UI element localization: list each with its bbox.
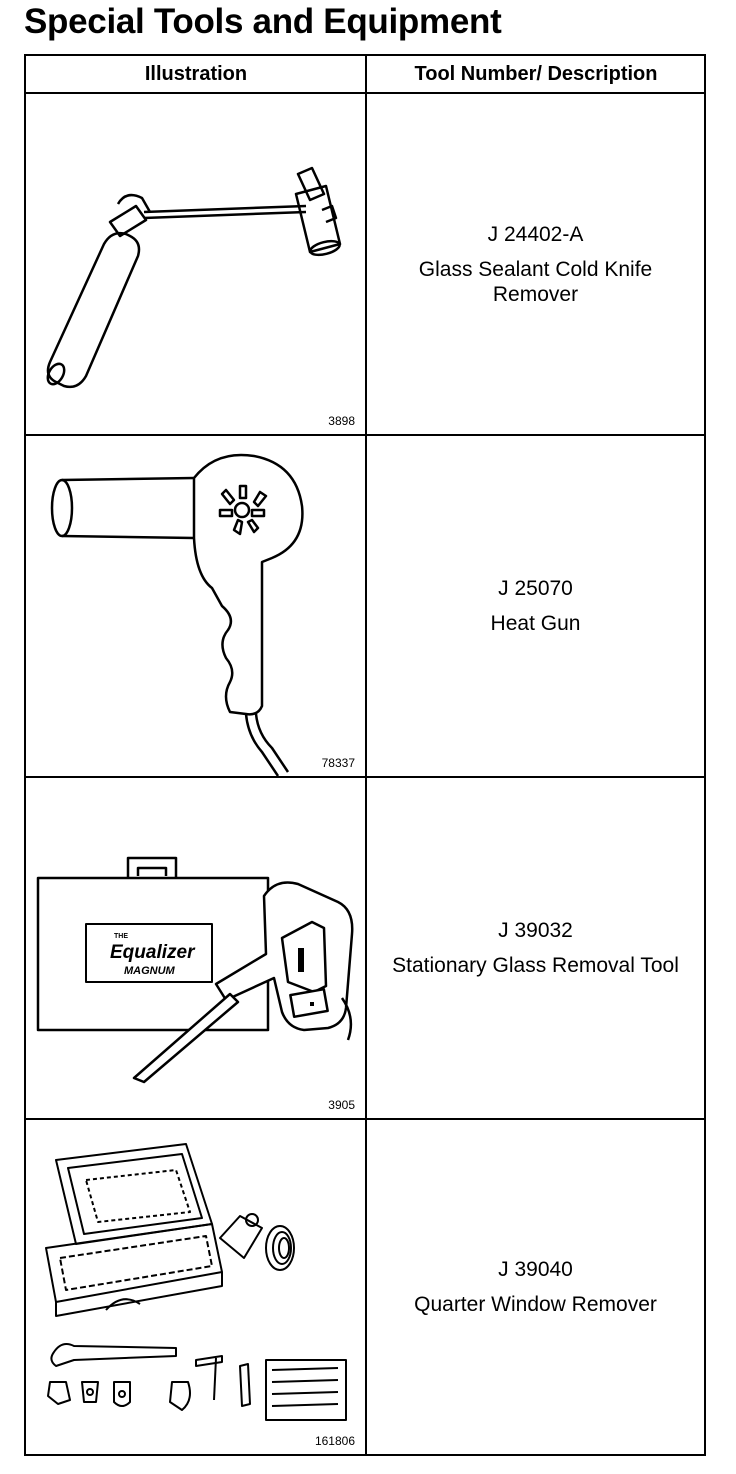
header-illustration: Illustration	[144, 63, 248, 85]
header-description: Tool Number/ Description	[414, 63, 658, 85]
label-model: MAGNUM	[124, 965, 176, 977]
tools-table: Illustration Tool Number/ Description	[24, 54, 706, 1456]
label-brand: Equalizer	[110, 942, 196, 963]
tool-description: Glass Sealant Cold Knife Remover	[418, 257, 653, 306]
figure-number: 3905	[328, 1098, 355, 1112]
quarter-window-kit-icon	[45, 1143, 347, 1421]
tool-number: J 24402-A	[487, 222, 584, 246]
table-row: 161806 J 39040 Quarter Window Remover	[26, 1120, 704, 1454]
heat-gun-icon	[50, 453, 304, 776]
figure-number: 161806	[314, 1434, 355, 1448]
illustration-cell: THE Equalizer MAGNUM 3905	[26, 778, 365, 1118]
figure-number: 78337	[321, 756, 355, 770]
tool-description: Stationary Glass Removal Tool	[392, 954, 679, 977]
tool-description: Heat Gun	[490, 612, 581, 635]
tool-number: J 25070	[498, 577, 573, 600]
description-cell: J 39032 Stationary Glass Removal Tool	[367, 778, 704, 1118]
description-cell: J 39040 Quarter Window Remover	[367, 1120, 704, 1454]
table-row: THE Equalizer MAGNUM 3905	[26, 778, 704, 1120]
table-row: 3898 J 24402-A Glass Sealant Cold Knife …	[26, 94, 704, 436]
illustration-cell: 3898	[26, 94, 365, 434]
label-prefix: THE	[114, 933, 128, 940]
glass-removal-tool-icon: THE Equalizer MAGNUM	[36, 856, 354, 1084]
illustration-cell: 161806	[26, 1120, 365, 1454]
description-cell: J 25070 Heat Gun	[367, 436, 704, 776]
figure-number: 3898	[328, 414, 355, 428]
illustration-cell: 78337	[26, 436, 365, 776]
description-cell: J 24402-A Glass Sealant Cold Knife Remov…	[367, 94, 704, 434]
tool-number: J 39032	[498, 919, 573, 942]
tool-number: J 39040	[498, 1258, 573, 1281]
cold-knife-icon	[46, 166, 342, 389]
tool-description: Quarter Window Remover	[414, 1293, 657, 1316]
page-title: Special Tools and Equipment	[24, 2, 502, 41]
column-divider	[365, 56, 367, 1454]
table-row: 78337 J 25070 Heat Gun	[26, 436, 704, 778]
